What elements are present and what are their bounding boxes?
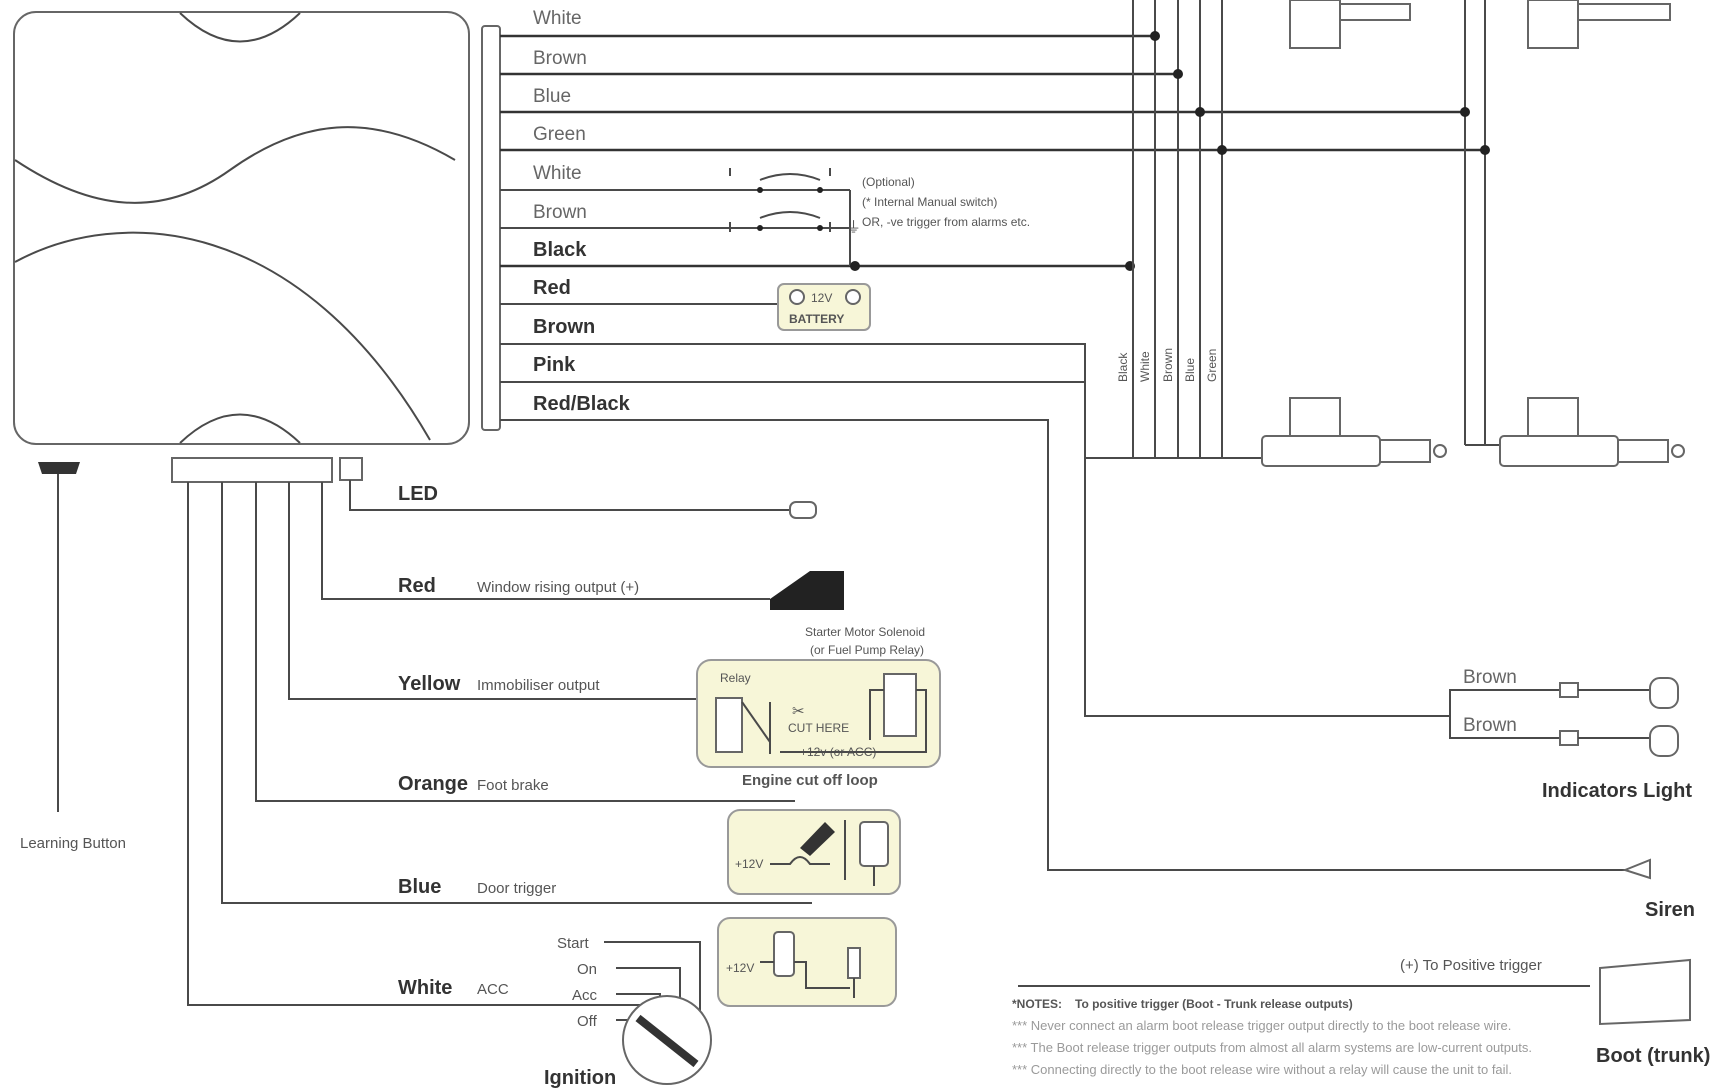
brake-light-icon	[859, 821, 889, 867]
blue-desc: Door trigger	[477, 880, 556, 897]
ignition-acc-label: Acc	[572, 987, 598, 1004]
door-trigger-switch: +12V	[717, 917, 897, 1007]
actuator-bottom-right	[1499, 397, 1685, 467]
led-icon	[789, 501, 817, 519]
control-unit	[13, 11, 501, 445]
svg-text:✂: ✂	[792, 703, 805, 720]
notes-title-red: *NOTES:	[1012, 997, 1062, 1011]
red-label: Red	[398, 575, 436, 597]
foot-brake-plus12: +12V	[735, 857, 763, 871]
starter-solenoid-label-1: Starter Motor Solenoid	[805, 625, 925, 639]
boot-trigger-label: (+) To Positive trigger	[1400, 957, 1542, 974]
notes-line-1: *** Never connect an alarm boot release …	[1012, 1018, 1511, 1033]
foot-brake-switch: +12V	[727, 809, 901, 895]
battery-label: BATTERY	[789, 312, 844, 326]
svg-text:⏚: ⏚	[846, 219, 861, 236]
wire-label-brown-1: Brown	[533, 48, 587, 69]
actuator-wire-label-blue: Blue	[1183, 358, 1197, 382]
boot-caption: Boot (trunk)	[1596, 1045, 1710, 1067]
orange-desc: Foot brake	[477, 777, 549, 794]
ignition-start-label: Start	[557, 935, 590, 952]
ignition-on-label: On	[577, 961, 597, 978]
solenoid-icon	[883, 673, 917, 737]
battery: 12V BATTERY	[777, 283, 871, 331]
siren: Siren	[1622, 858, 1695, 921]
wire-connector-bar	[481, 25, 501, 431]
brake-pedal-icon	[800, 822, 835, 856]
bulb-icon	[1649, 677, 1679, 709]
siren-icon	[1622, 858, 1651, 880]
actuator-top-left	[1289, 0, 1411, 49]
indicator-label-brown-2: Brown	[1463, 715, 1517, 736]
wire-label-blue-1: Blue	[533, 86, 571, 107]
relay-label: Relay	[720, 671, 751, 685]
wire-label-green-1: Green	[533, 124, 586, 145]
engine-cut-off-caption: Engine cut off loop	[742, 772, 878, 789]
door-switch-icon	[773, 931, 795, 977]
led-connector	[339, 457, 363, 481]
lower-connector	[171, 457, 333, 483]
starter-solenoid-label-2: (or Fuel Pump Relay)	[810, 643, 924, 657]
orange-label: Orange	[398, 773, 468, 795]
yellow-desc: Immobiliser output	[477, 677, 600, 694]
wire-label-white-2: White	[533, 163, 582, 184]
learning-button: Learning Button	[20, 462, 126, 852]
notes-title: To positive trigger (Boot - Trunk releas…	[1075, 997, 1353, 1011]
notes-line-2: *** The Boot release trigger outputs fro…	[1012, 1040, 1532, 1055]
optional-manual-switch: ⏚ (Optional) (* Internal Manual switch) …	[729, 168, 1135, 271]
wire-label-pink: Pink	[533, 354, 576, 376]
window-icon	[770, 571, 844, 610]
indicator-lights: Brown Brown Indicators Light	[1440, 667, 1692, 802]
ignition-off-label: Off	[577, 1013, 598, 1030]
wire-label-brown-2: Brown	[533, 202, 587, 223]
ignition-switch: Start On Acc Off Ignition	[544, 935, 712, 1089]
actuator-wire-label-brown: Brown	[1161, 348, 1175, 382]
wire-label-red-black: Red/Black	[533, 393, 631, 415]
optional-note-2: (* Internal Manual switch)	[862, 195, 997, 209]
boot-icon	[1599, 958, 1691, 1026]
actuator-wire-label-white: White	[1138, 351, 1152, 382]
battery-voltage: 12V	[811, 291, 832, 305]
actuator-wire-label-black: Black	[1116, 352, 1130, 382]
relay-coil-icon	[715, 697, 743, 753]
red-desc: Window rising output (+)	[477, 579, 639, 596]
siren-caption: Siren	[1645, 899, 1695, 921]
wire-label-white-1: White	[533, 8, 582, 29]
ignition-caption: Ignition	[544, 1067, 616, 1089]
actuator-top-right	[1527, 0, 1671, 49]
blue-label: Blue	[398, 876, 441, 898]
door-trigger-plus12: +12V	[726, 961, 754, 975]
learning-button-label: Learning Button	[20, 835, 126, 852]
cut-here-label: CUT HERE	[788, 721, 849, 735]
optional-note-1: (Optional)	[862, 175, 915, 189]
wire-label-red: Red	[533, 277, 571, 299]
actuator-wire-label-green: Green	[1205, 349, 1219, 382]
actuator-bottom-left	[1261, 397, 1447, 467]
white-desc: ACC	[477, 981, 509, 998]
white-label: White	[398, 977, 452, 999]
yellow-label: Yellow	[398, 673, 461, 695]
notes-line-3: *** Connecting directly to the boot rele…	[1012, 1062, 1512, 1077]
indicators-caption: Indicators Light	[1542, 780, 1692, 802]
door-pin-icon	[847, 947, 861, 979]
wire-label-black: Black	[533, 239, 587, 261]
upper-wires: White Brown Blue Green White Brown Black…	[500, 8, 1625, 871]
indicator-label-brown-1: Brown	[1463, 667, 1517, 688]
door-actuators: Black White Brown Blue Green	[1116, 0, 1685, 467]
wire-label-brown-3: Brown	[533, 316, 595, 338]
notes: *NOTES: To positive trigger (Boot - Trun…	[1012, 997, 1532, 1077]
lower-wires: LED Red Window rising output (+) Yellow …	[187, 480, 844, 1006]
optional-note-3: OR, -ve trigger from alarms etc.	[862, 215, 1030, 229]
boot-release: (+) To Positive trigger Boot (trunk)	[1018, 957, 1710, 1067]
led-label: LED	[398, 483, 438, 505]
engine-cut-off-loop: Starter Motor Solenoid (or Fuel Pump Rel…	[696, 625, 941, 789]
bulb-icon	[1649, 725, 1679, 757]
